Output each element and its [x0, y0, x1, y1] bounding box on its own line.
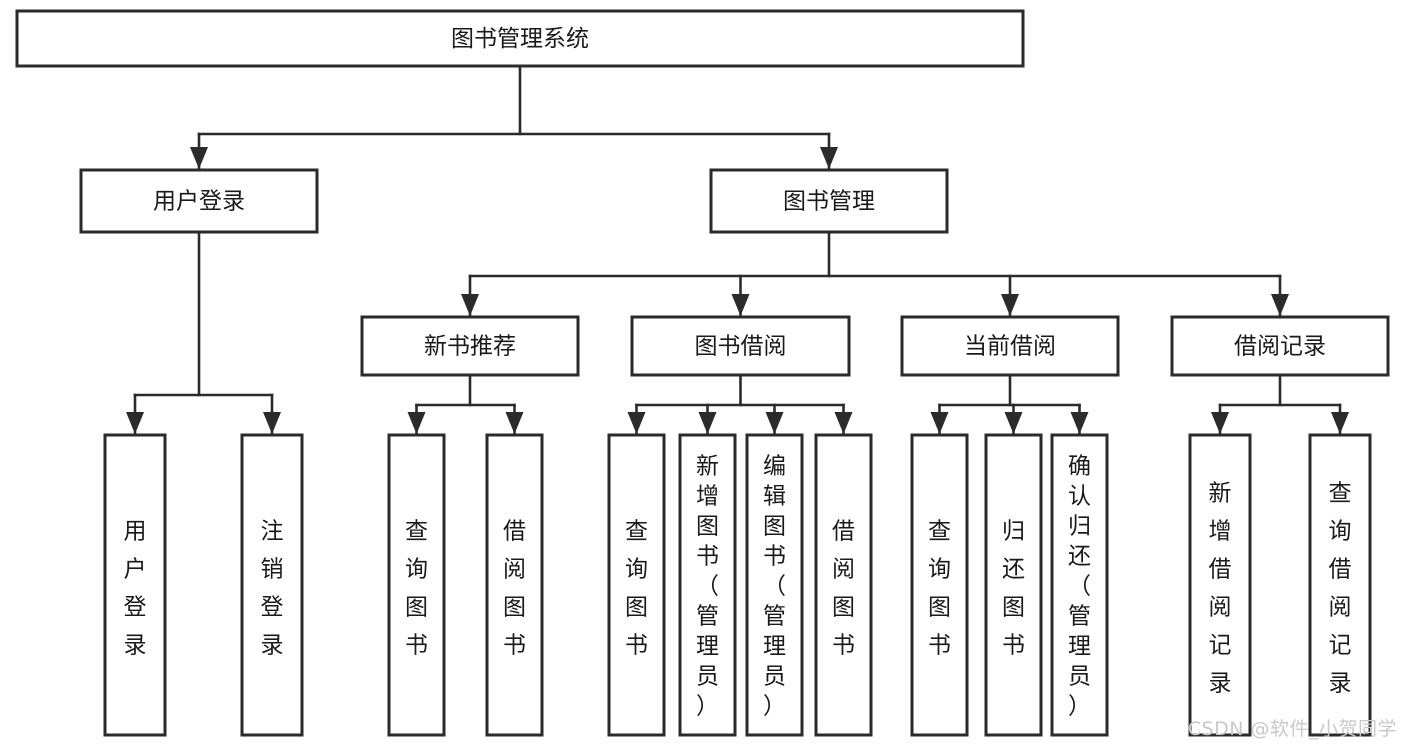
arrow-head-icon — [698, 412, 717, 434]
arrow-head-icon — [930, 412, 949, 434]
node-用户登录[interactable]: 用户登录 — [79, 168, 319, 234]
node-新增图书管理员-leaf-5[interactable]: 新增图书（管理员） — [678, 433, 737, 737]
node-label: 借阅图书 — [832, 519, 855, 659]
node-借阅记录[interactable]: 借阅记录 — [1170, 315, 1390, 377]
node-label: 图书借阅 — [695, 334, 787, 360]
node-label: 编辑图书（管理员） — [763, 453, 786, 719]
node-查询图书-leaf-4[interactable]: 查询图书 — [607, 433, 666, 737]
node-label: 查询图书 — [928, 519, 951, 659]
node-box — [360, 315, 580, 377]
arrow-head-icon — [505, 412, 524, 434]
arrow-head-icon — [820, 147, 838, 169]
node-归还图书-leaf-9[interactable]: 归还图书 — [984, 433, 1043, 737]
node-label: 借阅记录 — [1234, 334, 1326, 360]
node-图书管理[interactable]: 图书管理 — [709, 168, 949, 234]
node-box — [910, 433, 969, 737]
arrow-head-icon — [1070, 412, 1089, 434]
node-label: 查询借阅记录 — [1329, 481, 1352, 697]
node-box — [15, 9, 1025, 68]
arrow-head-icon — [731, 294, 750, 316]
node-box — [387, 433, 446, 737]
arrow-head-icon — [1211, 412, 1229, 434]
node-box — [1170, 315, 1390, 377]
node-label: 图书管理系统 — [451, 26, 589, 52]
node-查询借阅记录-leaf-12[interactable]: 查询借阅记录 — [1308, 433, 1372, 737]
node-确认归还管理员-leaf-10[interactable]: 确认归还（管理员） — [1050, 433, 1109, 737]
node-label: 确认归还（管理员） — [1068, 453, 1091, 719]
node-label: 归还图书 — [1002, 519, 1025, 659]
arrow-head-icon — [1331, 412, 1349, 434]
node-box — [485, 433, 544, 737]
node-label: 查询图书 — [405, 519, 428, 659]
arrow-head-icon — [461, 294, 479, 316]
node-label: 用户登录 — [124, 519, 147, 659]
node-当前借阅[interactable]: 当前借阅 — [900, 315, 1120, 377]
node-box — [240, 433, 304, 737]
node-box — [607, 433, 666, 737]
node-box — [630, 315, 851, 377]
arrow-head-icon — [1004, 412, 1023, 434]
arrow-head-icon — [627, 412, 646, 434]
node-box — [103, 433, 167, 737]
node-box — [678, 433, 737, 737]
node-label: 新增图书（管理员） — [696, 453, 719, 719]
node-layer: 图书管理系统用户登录图书管理新书推荐图书借阅当前借阅借阅记录用户登录注销登录查询… — [15, 9, 1390, 737]
node-box — [900, 315, 1120, 377]
node-label: 用户登录 — [153, 189, 245, 215]
node-借阅图书-leaf-3[interactable]: 借阅图书 — [485, 433, 544, 737]
node-box — [1050, 433, 1109, 737]
node-box — [79, 168, 319, 234]
node-box — [709, 168, 949, 234]
node-label: 当前借阅 — [964, 334, 1056, 360]
node-label: 新书推荐 — [424, 334, 516, 360]
node-查询图书-leaf-2[interactable]: 查询图书 — [387, 433, 446, 737]
arrow-head-icon — [1271, 294, 1289, 316]
node-label: 注销登录 — [261, 519, 284, 659]
arrow-head-icon — [407, 412, 426, 434]
node-box — [814, 433, 873, 737]
node-用户登录-leaf-0[interactable]: 用户登录 — [103, 433, 167, 737]
node-编辑图书管理员-leaf-6[interactable]: 编辑图书（管理员） — [745, 433, 804, 737]
node-新书推荐[interactable]: 新书推荐 — [360, 315, 580, 377]
node-box — [1308, 433, 1372, 737]
node-label: 借阅图书 — [503, 519, 526, 659]
node-新增借阅记录-leaf-11[interactable]: 新增借阅记录 — [1188, 433, 1252, 737]
arrow-head-icon — [190, 147, 208, 169]
node-查询图书-leaf-8[interactable]: 查询图书 — [910, 433, 969, 737]
node-label: 查询图书 — [625, 519, 648, 659]
arrow-head-icon — [834, 412, 853, 434]
node-图书借阅[interactable]: 图书借阅 — [630, 315, 851, 377]
node-label: 图书管理 — [783, 189, 875, 215]
node-label: 新增借阅记录 — [1209, 481, 1232, 697]
arrow-head-icon — [765, 412, 784, 434]
node-图书管理系统-root[interactable]: 图书管理系统 — [15, 9, 1025, 68]
node-box — [1188, 433, 1252, 737]
node-box — [745, 433, 804, 737]
arrow-head-icon — [263, 412, 281, 434]
node-注销登录-leaf-1[interactable]: 注销登录 — [240, 433, 304, 737]
arrow-head-icon — [1001, 294, 1019, 316]
node-借阅图书-leaf-7[interactable]: 借阅图书 — [814, 433, 873, 737]
arrow-head-icon — [126, 412, 144, 434]
node-box — [984, 433, 1043, 737]
connector-layer — [126, 64, 1349, 436]
